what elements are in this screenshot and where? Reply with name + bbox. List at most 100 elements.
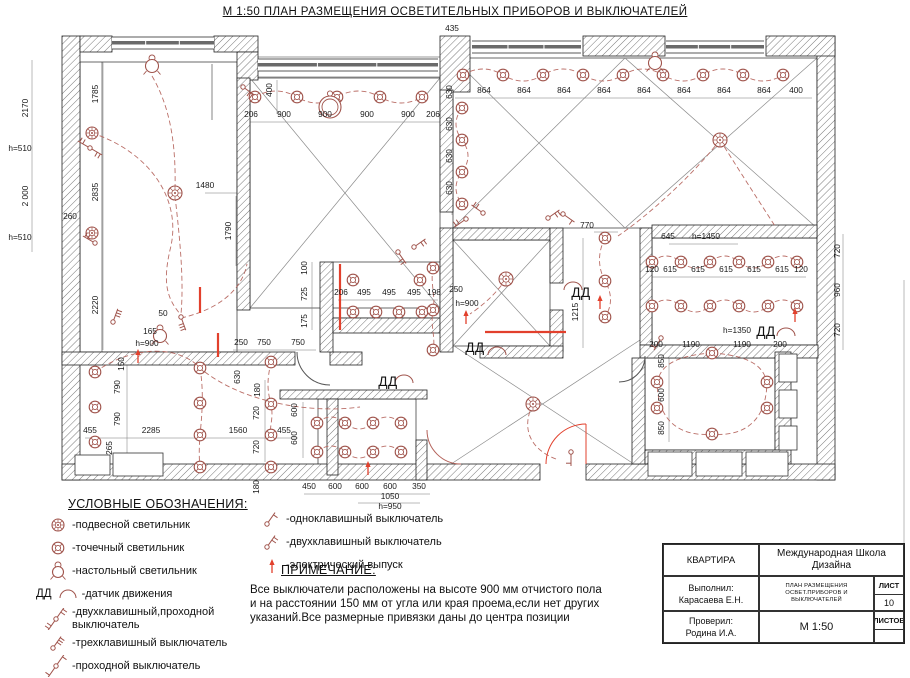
spot-light-icon bbox=[776, 68, 790, 82]
dim-label: 864 bbox=[757, 85, 771, 95]
spot-light-icon bbox=[346, 305, 360, 319]
dim-label: 250 bbox=[449, 284, 463, 294]
titleblock-author: Выполнил: Карасаева Е.Н. bbox=[663, 576, 759, 611]
dim-label: 455 bbox=[277, 425, 291, 435]
switch-icon bbox=[566, 449, 574, 466]
legend-item-label: -электрический выпуск bbox=[286, 558, 403, 571]
dim-label: 495 bbox=[357, 287, 371, 297]
spot-light-icon bbox=[426, 303, 440, 317]
title-block: КВАРТИРА Международная Школа Дизайна Вып… bbox=[662, 543, 905, 644]
sensor-prefix: ДД bbox=[36, 587, 52, 600]
walls bbox=[61, 35, 836, 481]
spot-light-icon bbox=[394, 416, 408, 430]
dim-label: 750 bbox=[257, 337, 271, 347]
spot-light-icon bbox=[790, 255, 804, 269]
switch-icon bbox=[560, 211, 575, 225]
legend-item: ДД -датчик движения bbox=[36, 583, 254, 605]
spot-light-icon bbox=[732, 299, 746, 313]
dim-label: 100 bbox=[299, 261, 309, 275]
dim-label: 1790 bbox=[223, 221, 233, 240]
note-body: Все выключатели расположены на высоте 90… bbox=[250, 583, 670, 626]
pendant-light-icon bbox=[525, 396, 541, 412]
dim-label: 200 bbox=[649, 339, 663, 349]
spot-light-icon bbox=[415, 90, 429, 104]
spot-light-icon bbox=[413, 273, 427, 287]
spot-light-icon bbox=[536, 68, 550, 82]
light-symbols bbox=[85, 51, 804, 474]
dim-label: 864 bbox=[637, 85, 651, 95]
legend-item: -одноклавишный выключатель bbox=[250, 508, 465, 530]
spot-light-icon bbox=[705, 346, 719, 360]
spot-light-icon bbox=[193, 361, 207, 375]
spot-light-icon bbox=[645, 255, 659, 269]
spot-light-icon bbox=[456, 68, 470, 82]
switch-icon bbox=[82, 232, 98, 246]
dim-label: h=510 bbox=[8, 232, 32, 242]
dim-label: 864 bbox=[557, 85, 571, 95]
spot-light-icon bbox=[426, 261, 440, 275]
titleblock-org: Международная Школа Дизайна bbox=[759, 544, 904, 576]
dim-label: 790 bbox=[112, 380, 122, 394]
pendant-light-icon bbox=[712, 132, 728, 148]
dim-label: 1785 bbox=[90, 84, 100, 103]
dim-label: 600 bbox=[289, 431, 299, 445]
legend-item-label: -трехклавишный выключатель bbox=[72, 636, 228, 649]
note-line: Все выключатели расположены на высоте 90… bbox=[250, 584, 602, 596]
switch-icon bbox=[77, 137, 103, 159]
dim-label: 165 bbox=[143, 326, 157, 336]
dim-label: 2835 bbox=[90, 182, 100, 201]
dim-label: 960 bbox=[832, 283, 842, 297]
motion-sensor-icon bbox=[563, 281, 583, 291]
legend-item: -двухклавишный выключатель bbox=[250, 531, 465, 553]
dim-label: 900 bbox=[318, 109, 332, 119]
dim-label: 495 bbox=[407, 287, 421, 297]
legend-item-label: -подвесной светильник bbox=[72, 518, 190, 531]
sensor-symbols bbox=[394, 281, 796, 384]
dim-label: 180 bbox=[252, 383, 262, 397]
spot-light-icon bbox=[736, 68, 750, 82]
switch-1key-icon bbox=[250, 508, 286, 530]
spot-light-icon bbox=[650, 401, 664, 415]
pendant-light-icon bbox=[498, 271, 514, 287]
legend-item: -настольный светильник bbox=[36, 560, 254, 582]
pendant-light-icon bbox=[36, 514, 72, 536]
spot-light-icon bbox=[761, 255, 775, 269]
dim-label: 770 bbox=[580, 220, 594, 230]
switch-symbols bbox=[77, 84, 664, 466]
switch-icon bbox=[411, 238, 428, 250]
dim-label: 200 bbox=[773, 339, 787, 349]
spot-light-icon bbox=[650, 375, 664, 389]
spot-light-icon bbox=[761, 299, 775, 313]
dim-label: 750 bbox=[291, 337, 305, 347]
titleblock-doc-title: ПЛАН РАЗМЕЩЕНИЯ ОСВЕТ.ПРИБОРОВ И ВЫКЛЮЧА… bbox=[759, 576, 874, 611]
dim-label: 206 bbox=[426, 109, 440, 119]
switch-2key-icon bbox=[250, 531, 286, 553]
titleblock-checker: Проверил: Родина И.А. bbox=[663, 611, 759, 643]
spot-light-icon bbox=[346, 273, 360, 287]
dim-label: 2170 bbox=[20, 98, 30, 117]
dim-label: 850 bbox=[656, 421, 666, 435]
spot-light-icon bbox=[193, 460, 207, 474]
table-lamp-icon bbox=[36, 560, 72, 582]
motion-sensor-label: ДД bbox=[756, 324, 775, 339]
dim-label: 630 bbox=[444, 181, 454, 195]
table-lamp-icon bbox=[151, 324, 169, 345]
dim-label: 900 bbox=[360, 109, 374, 119]
legend-item-label: -датчик движения bbox=[81, 587, 173, 600]
dim-label: 1050 bbox=[381, 491, 400, 501]
legend-item-label: -двухклавишный,проходной выключатель bbox=[72, 606, 215, 631]
dim-label: 1480 bbox=[196, 180, 215, 190]
dim-label: 600 bbox=[383, 481, 397, 491]
doors bbox=[296, 351, 646, 465]
table-lamp-icon bbox=[646, 51, 664, 72]
dim-label: 1560 bbox=[229, 425, 248, 435]
switch-icon bbox=[452, 216, 469, 228]
dim-label: 600 bbox=[656, 388, 666, 402]
spot-light-icon bbox=[264, 428, 278, 442]
switch-icon bbox=[395, 249, 407, 266]
dim-label: 630 bbox=[444, 149, 454, 163]
note-heading: ПРИМЕЧАНИЕ: bbox=[281, 563, 376, 577]
legend-item-label: -точечный светильник bbox=[72, 541, 185, 554]
motion-sensor-icon bbox=[46, 583, 82, 605]
switch-icon bbox=[545, 209, 562, 221]
